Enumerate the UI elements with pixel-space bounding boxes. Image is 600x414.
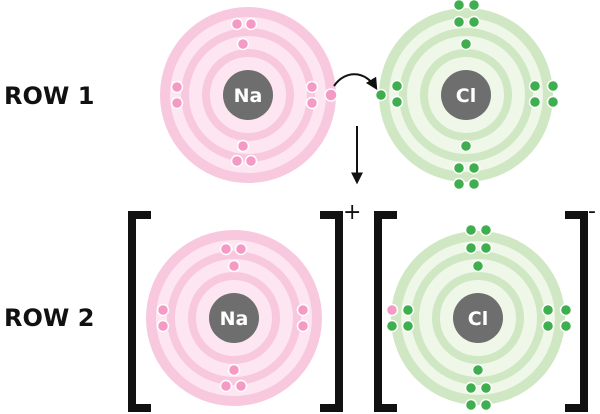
- electron: [479, 241, 493, 255]
- electrons: [170, 17, 338, 168]
- row-2-label: ROW 2: [4, 304, 94, 332]
- electron: [170, 80, 184, 94]
- electron: [464, 223, 478, 237]
- electron: [227, 259, 241, 273]
- electrons: [156, 242, 310, 393]
- electron: [464, 241, 478, 255]
- electron: [296, 319, 310, 333]
- electron: [479, 381, 493, 395]
- nucleus-label: Cl: [456, 85, 476, 107]
- electrons: [385, 223, 573, 412]
- electron: [390, 95, 404, 109]
- nucleus: [223, 70, 273, 120]
- valence-electron: [324, 88, 338, 102]
- electron: [528, 79, 542, 93]
- electrons: [374, 0, 560, 191]
- electron: [236, 139, 250, 153]
- electron: [467, 177, 481, 191]
- electron: [234, 379, 248, 393]
- electron: [471, 259, 485, 273]
- electron: [541, 303, 555, 317]
- nucleus: [209, 293, 259, 343]
- electron: [390, 79, 404, 93]
- electron: [467, 161, 481, 175]
- electron: [236, 37, 250, 51]
- electron: [219, 242, 233, 256]
- electron: [452, 0, 466, 12]
- electron: [244, 154, 258, 168]
- electron: [296, 303, 310, 317]
- electron: [452, 177, 466, 191]
- electron: [230, 17, 244, 31]
- row-1-label: ROW 1: [4, 82, 94, 110]
- nucleus: [453, 293, 503, 343]
- nucleus-label: Na: [234, 85, 263, 107]
- electron: [528, 95, 542, 109]
- electron: [305, 96, 319, 110]
- electron: [464, 398, 478, 412]
- chloride-ion-left-bracket: [374, 211, 397, 412]
- electron: [170, 96, 184, 110]
- electron: [385, 319, 399, 333]
- electron: [156, 303, 170, 317]
- electron: [459, 139, 473, 153]
- electron: [227, 363, 241, 377]
- electron: [156, 319, 170, 333]
- electron: [559, 319, 573, 333]
- transferred-electron: [385, 303, 399, 317]
- electron: [467, 0, 481, 12]
- electron: [230, 154, 244, 168]
- sodium-ion-left-bracket: [128, 211, 151, 412]
- sodium-atom-row1: Na: [160, 7, 338, 183]
- electron: [467, 15, 481, 29]
- chlorine-atom-row1: Cl: [374, 0, 560, 191]
- chloride-ion-right-bracket: [565, 211, 588, 412]
- electron: [479, 223, 493, 237]
- electron: [374, 88, 388, 102]
- electron: [219, 379, 233, 393]
- electron: [559, 303, 573, 317]
- electron: [546, 95, 560, 109]
- electron: [546, 79, 560, 93]
- electron: [541, 319, 555, 333]
- electron: [479, 398, 493, 412]
- electron: [452, 15, 466, 29]
- nucleus-label: Na: [220, 308, 249, 330]
- electron: [459, 37, 473, 51]
- electron: [401, 303, 415, 317]
- electron: [305, 80, 319, 94]
- nucleus-label: Cl: [468, 308, 488, 330]
- nucleus: [441, 70, 491, 120]
- electron: [464, 381, 478, 395]
- chloride-ion-row2: Cl: [385, 223, 573, 412]
- sodium-ion-row2: Na: [146, 230, 322, 406]
- sodium-ion-charge: +: [343, 200, 361, 225]
- electron: [244, 17, 258, 31]
- electron-transfer-arrow: [333, 73, 378, 91]
- electron: [452, 161, 466, 175]
- chloride-ion-charge: -: [588, 199, 596, 224]
- sodium-ion-right-bracket: [320, 211, 343, 412]
- electron: [234, 242, 248, 256]
- electron: [401, 319, 415, 333]
- electron: [471, 363, 485, 377]
